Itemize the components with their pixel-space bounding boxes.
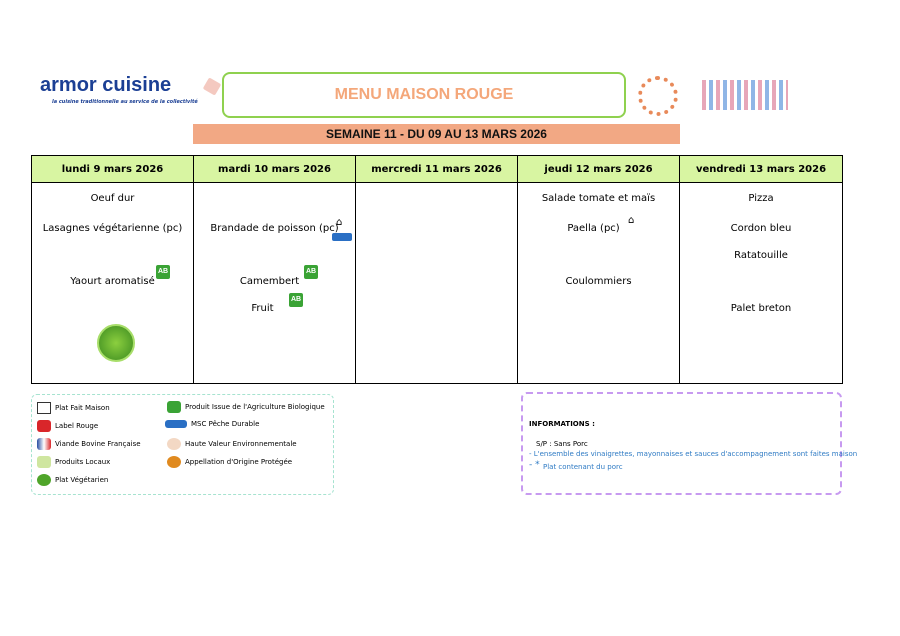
day-header: lundi 9 mars 2026: [32, 156, 194, 183]
day-header: mardi 10 mars 2026: [194, 156, 356, 183]
vegetarian-icon: [37, 474, 51, 486]
organic-icon: [167, 401, 181, 413]
day-header: vendredi 13 mars 2026: [680, 156, 842, 183]
menu-item: Camembert: [239, 276, 300, 287]
brand-tagline: la cuisine traditionnelle au service de …: [52, 99, 198, 105]
menu-item: Ratatouille: [734, 250, 788, 261]
menu-item: Paella (pc): [567, 223, 620, 234]
legend-label: Label Rouge: [55, 422, 99, 430]
week-banner: SEMAINE 11 - DU 09 AU 13 MARS 2026: [193, 124, 680, 144]
organic-icon: AB: [156, 265, 170, 279]
info-line: - L'ensemble des vinaigrettes, mayonnais…: [529, 450, 858, 458]
menu-item: Brandade de poisson (pc): [210, 223, 339, 234]
legend-label: Viande Bovine Française: [55, 440, 141, 448]
label-rouge-icon: [37, 420, 51, 432]
page-title: MENU MAISON ROUGE: [222, 72, 626, 118]
homemade-icon: [37, 402, 51, 414]
msc-icon: [332, 233, 352, 241]
french-beef-icon: [37, 438, 51, 450]
legend-label: Plat Végétarien: [55, 476, 109, 484]
info-line: Plat contenant du porc: [543, 463, 623, 471]
menu-item: Palet breton: [730, 303, 792, 314]
hve-icon: [167, 438, 181, 450]
msc-icon: [165, 420, 187, 428]
day-cell-thursday: Salade tomate et maïs Paella (pc) ⌂ Coul…: [518, 183, 680, 383]
legend-label: Appellation d'Origine Protégée: [185, 458, 293, 466]
day-cell-tuesday: Brandade de poisson (pc) ⌂ Camembert AB …: [194, 183, 356, 383]
legend: Plat Fait Maison Label Rouge Viande Bovi…: [31, 394, 334, 495]
day-cell-monday: Oeuf dur Lasagnes végétarienne (pc) Yaou…: [32, 183, 194, 383]
local-products-icon: [37, 456, 51, 468]
day-cell-wednesday: [356, 183, 518, 383]
menu-item: Salade tomate et maïs: [541, 193, 656, 204]
legend-label: Plat Fait Maison: [55, 404, 110, 412]
menu-item: Pizza: [748, 193, 774, 204]
brand-logo: armor cuisine: [40, 74, 172, 96]
day-cell-friday: Pizza Cordon bleu Ratatouille Palet bret…: [680, 183, 842, 383]
menu-table: lundi 9 mars 2026 mardi 10 mars 2026 mer…: [31, 155, 843, 384]
organic-icon: AB: [289, 293, 303, 307]
homemade-icon: ⌂: [628, 215, 635, 226]
information-box: INFORMATIONS : S/P : Sans Porc - L'ensem…: [521, 392, 857, 495]
info-title: INFORMATIONS :: [529, 420, 595, 428]
menu-item: Fruit: [251, 303, 274, 314]
children-group-image: [702, 80, 788, 110]
info-line: S/P : Sans Porc: [536, 440, 588, 448]
vegetarian-icon: [97, 324, 135, 362]
menu-item: Coulommiers: [565, 276, 632, 287]
aop-icon: [167, 456, 181, 468]
legend-label: Haute Valeur Environnementale: [185, 440, 297, 448]
homemade-icon: ⌂: [336, 217, 343, 228]
children-circle-image: [638, 76, 678, 116]
menu-item: Lasagnes végétarienne (pc): [42, 223, 183, 234]
legend-label: MSC Pêche Durable: [191, 420, 260, 428]
menu-item: Oeuf dur: [90, 193, 135, 204]
menu-item: Cordon bleu: [730, 223, 792, 234]
legend-label: Produit Issue de l'Agriculture Biologiqu…: [185, 403, 325, 411]
pin-icon: [202, 77, 222, 96]
day-header: jeudi 12 mars 2026: [518, 156, 680, 183]
pork-star-icon: - *: [529, 460, 540, 470]
day-header: mercredi 11 mars 2026: [356, 156, 518, 183]
organic-icon: AB: [304, 265, 318, 279]
menu-item: Yaourt aromatisé: [70, 276, 155, 287]
legend-label: Produits Locaux: [55, 458, 111, 466]
